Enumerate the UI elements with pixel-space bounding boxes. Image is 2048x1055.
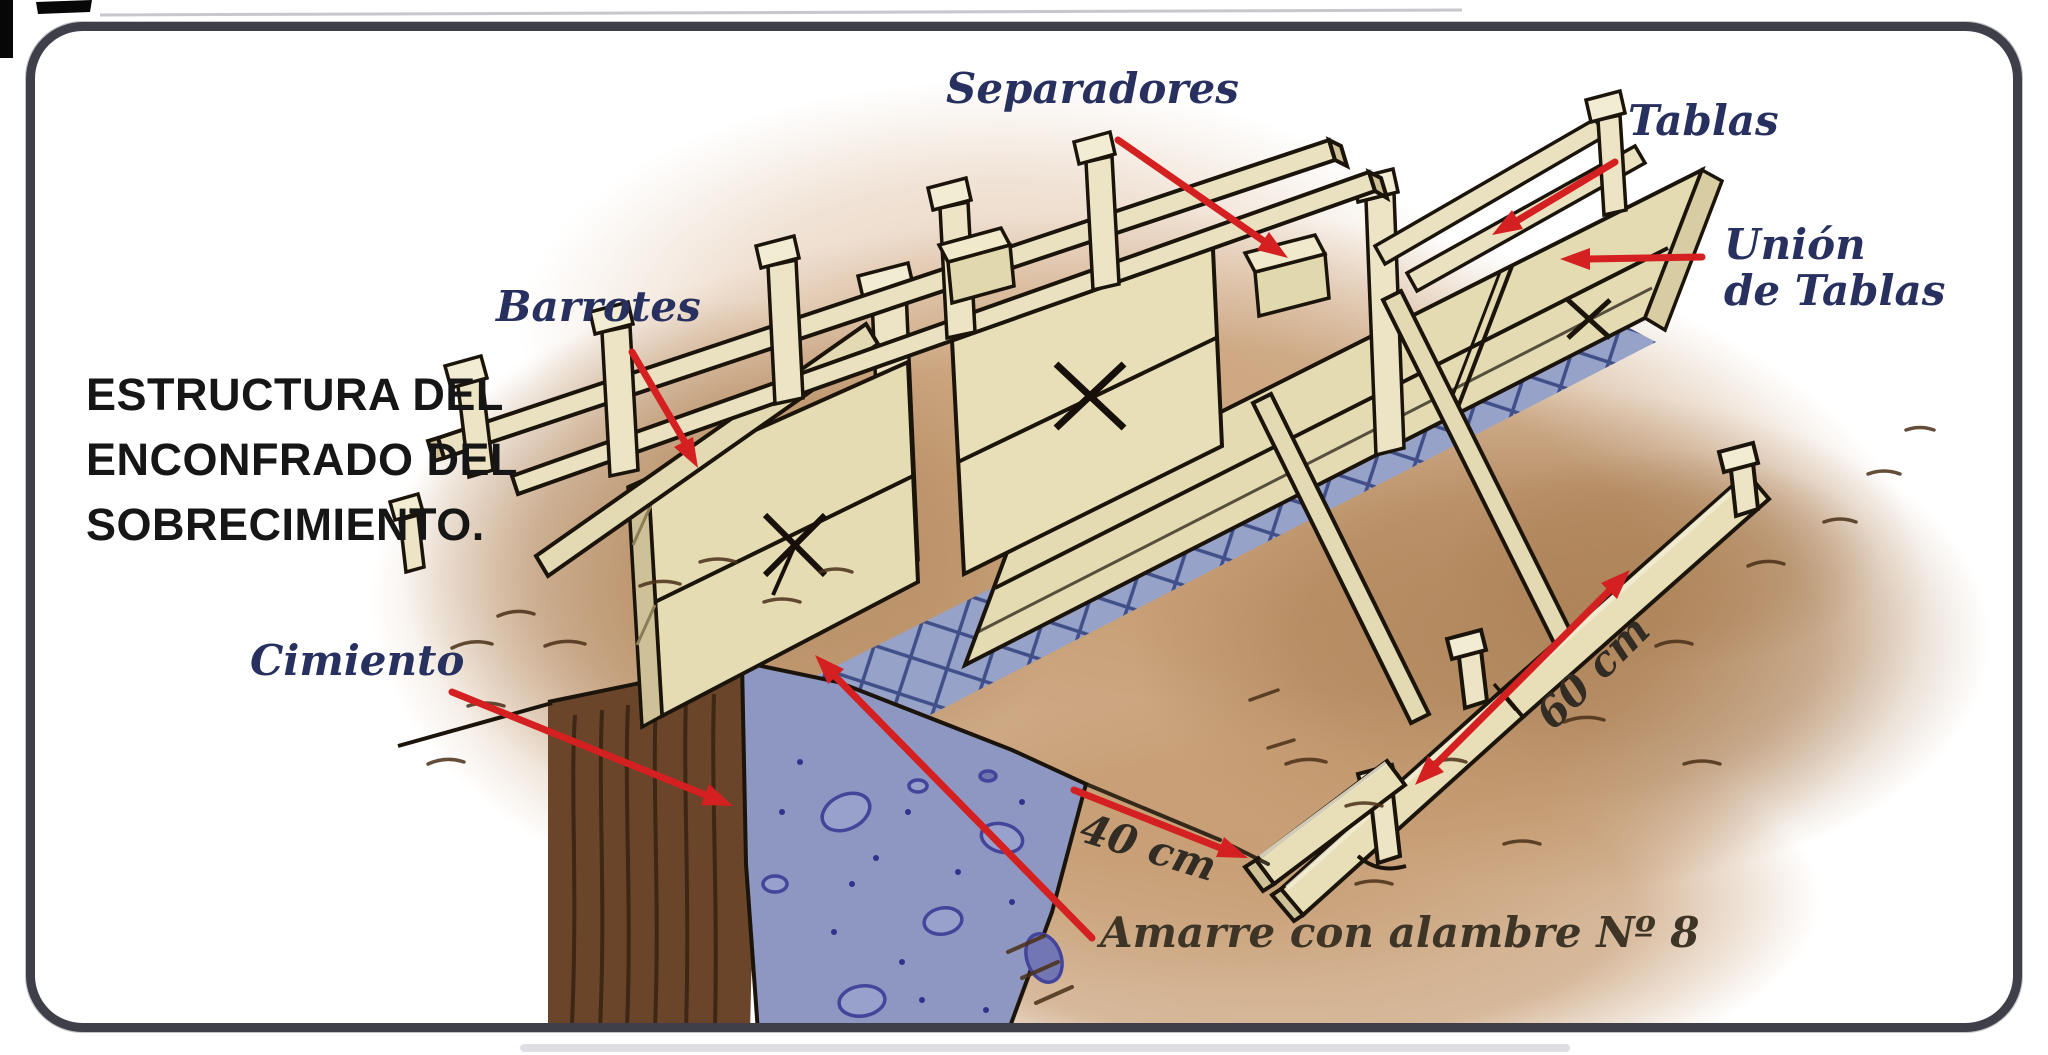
- title-line-3: SOBRECIMIENTO.: [86, 499, 485, 550]
- annotation-arrows: [448, 136, 1706, 942]
- title-line-1: ESTRUCTURA DEL: [86, 369, 504, 420]
- arrow-barrotes: [628, 348, 698, 468]
- label-tablas: Tablas: [1628, 96, 1779, 145]
- scan-artifacts: [0, 0, 1570, 1052]
- arrow-amarre: [815, 655, 1096, 942]
- ground-timber-right: [1269, 440, 1772, 924]
- stake: [1444, 627, 1490, 711]
- spacer-timber-40cm: [1242, 758, 1408, 894]
- concrete-specks: [779, 759, 1025, 1013]
- separator-blocks-separadores: [936, 225, 1331, 319]
- label-amarre: Amarre con alambre Nº 8: [1100, 908, 1700, 957]
- label-barrotes: Barrotes: [496, 282, 701, 331]
- arrow-tablas: [1492, 158, 1619, 235]
- arrow-union-de-tablas: [1560, 248, 1706, 270]
- posts-barrotes: [387, 129, 1121, 575]
- arrow-cimiento: [448, 688, 733, 806]
- title-line-2: ENCONFRADO DEL: [86, 434, 518, 485]
- label-cimiento: Cimiento: [250, 636, 465, 685]
- arrow-dim-60cm: [1415, 570, 1630, 785]
- label-union-line2: de Tablas: [1724, 266, 1946, 316]
- label-separadores: Separadores: [946, 64, 1239, 113]
- far-wall-tablas: [961, 165, 1725, 670]
- wire-tie-mark-far: [1566, 298, 1612, 340]
- foundation-concrete-cimiento: [739, 659, 1089, 1024]
- frame-border: [25, 21, 2023, 1033]
- arrow-dim-40cm: [1070, 786, 1248, 858]
- figure-title: ESTRUCTURA DEL ENCONFRADO DEL SOBRECIMIE…: [86, 362, 518, 557]
- label-union-line1: Unión: [1724, 220, 1866, 269]
- stake: [1716, 440, 1761, 519]
- arrow-separadores: [1114, 136, 1288, 258]
- wire-tie-marks-amarre: [762, 361, 1127, 596]
- label-union-de-tablas: Unión de Tablas: [1724, 220, 1946, 316]
